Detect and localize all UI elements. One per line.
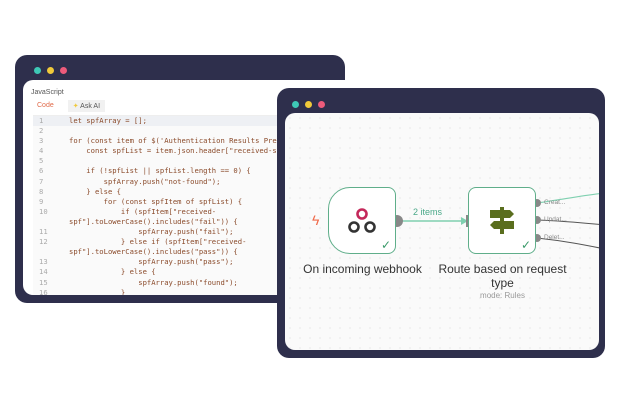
success-check-icon: ✓ bbox=[520, 238, 531, 252]
window-dot bbox=[60, 67, 67, 74]
window-dot bbox=[292, 101, 299, 108]
code-line: 14 } else { bbox=[33, 267, 345, 277]
code-line: spf"].toLowerCase().includes("fail")) { bbox=[33, 217, 345, 227]
line-number: 16 bbox=[39, 287, 48, 295]
code-text: } bbox=[69, 287, 126, 295]
language-label: JavaScript bbox=[31, 89, 64, 96]
code-text: } else if (spfItem["received- bbox=[69, 237, 247, 247]
webhook-node[interactable]: ✓ bbox=[328, 187, 396, 254]
code-text: } else { bbox=[69, 186, 121, 196]
window-dot bbox=[318, 101, 325, 108]
line-number: 13 bbox=[39, 257, 48, 267]
router-node-mode: mode: Rules bbox=[480, 291, 525, 300]
code-text: spfArray.push("found"); bbox=[69, 277, 238, 287]
output-line bbox=[536, 219, 599, 225]
code-line: 8 } else { bbox=[33, 187, 345, 197]
code-line: 11 spfArray.push("fail"); bbox=[33, 227, 345, 237]
workflow-canvas[interactable]: ϟ ✓ ✓ 2 items Creat... Updat... Delet...… bbox=[285, 113, 599, 350]
line-number: 2 bbox=[39, 126, 44, 136]
webhook-node-label: On incoming webhook bbox=[303, 262, 422, 276]
code-line: spf"].toLowerCase().includes("pass")) { bbox=[33, 247, 345, 257]
line-number: 7 bbox=[39, 176, 44, 186]
line-number: 5 bbox=[39, 156, 44, 166]
tab-code[interactable]: Code bbox=[37, 102, 54, 109]
code-text: if (spfItem["received- bbox=[69, 206, 217, 216]
code-line: 6 if (!spfList || spfList.length == 0) { bbox=[33, 166, 345, 176]
workflow-window: ϟ ✓ ✓ 2 items Creat... Updat... Delet...… bbox=[277, 88, 605, 358]
code-line: 9 for (const spfItem of spfList) { bbox=[33, 197, 345, 207]
arrow-head bbox=[461, 217, 468, 225]
trigger-bolt-icon: ϟ bbox=[312, 212, 320, 228]
code-text: for (const spfItem of spfList) { bbox=[69, 196, 243, 206]
code-line: 10 if (spfItem["received- bbox=[33, 207, 345, 217]
output-delete[interactable]: Delet... bbox=[544, 234, 565, 241]
code-line: 7 spfArray.push("not-found"); bbox=[33, 177, 345, 187]
code-text: spf"].toLowerCase().includes("pass")) { bbox=[69, 247, 238, 257]
window-dot bbox=[34, 67, 41, 74]
window-dot bbox=[305, 101, 312, 108]
line-number: 14 bbox=[39, 267, 48, 277]
code-text: const spfList = item.json.header["receiv… bbox=[69, 146, 282, 156]
line-number: 15 bbox=[39, 277, 48, 287]
code-text: spfArray.push("fail"); bbox=[69, 227, 234, 237]
code-line: 1 let spfArray = []; bbox=[33, 116, 345, 127]
signpost-icon bbox=[490, 207, 514, 234]
code-text: spf"].toLowerCase().includes("fail")) { bbox=[69, 216, 238, 226]
webhook-icon bbox=[348, 208, 376, 233]
output-update[interactable]: Updat... bbox=[544, 216, 567, 223]
code-line: 16 } bbox=[33, 288, 345, 295]
sparkle-icon: ✦ bbox=[72, 103, 81, 110]
code-text: spfArray.push("pass"); bbox=[69, 257, 234, 267]
code-line: 12 } else if (spfItem["received- bbox=[33, 237, 345, 247]
line-number: 12 bbox=[39, 237, 48, 247]
output-create[interactable]: Creat... bbox=[544, 199, 566, 206]
code-line: 13 spfArray.push("pass"); bbox=[33, 257, 345, 267]
line-number: 3 bbox=[39, 136, 44, 146]
line-number bbox=[33, 247, 69, 257]
router-node-label: Route based on request type bbox=[438, 262, 567, 290]
line-number: 6 bbox=[39, 166, 44, 176]
line-number: 10 bbox=[39, 206, 48, 216]
code-line: 2 bbox=[33, 126, 345, 136]
code-text: if (!spfList || spfList.length == 0) { bbox=[69, 166, 251, 176]
line-number: 9 bbox=[39, 196, 44, 206]
output-line bbox=[536, 237, 599, 249]
line-number: 4 bbox=[39, 146, 44, 156]
code-line: 3 for (const item of $('Authentication Re… bbox=[33, 136, 345, 146]
line-number: 1 bbox=[39, 116, 44, 125]
connection-items-label: 2 items bbox=[413, 207, 443, 217]
code-line: 15 spfArray.push("found"); bbox=[33, 278, 345, 288]
line-number: 11 bbox=[39, 227, 48, 237]
line-number bbox=[33, 217, 69, 227]
code-text: } else { bbox=[69, 267, 156, 277]
tab-ask-ai[interactable]: ✦ Ask AI bbox=[67, 100, 106, 112]
success-check-icon: ✓ bbox=[380, 238, 391, 252]
code-line: 4 const spfList = item.json.header["rece… bbox=[33, 146, 345, 156]
line-number: 8 bbox=[39, 186, 44, 196]
window-dot bbox=[47, 67, 54, 74]
code-text: let spfArray = []; bbox=[69, 116, 147, 125]
output-line bbox=[536, 193, 599, 204]
code-text: for (const item of $('Authentication Res… bbox=[69, 136, 282, 146]
code-line: 5 bbox=[33, 156, 345, 166]
router-node[interactable]: ✓ bbox=[468, 187, 536, 254]
code-text: spfArray.push("not-found"); bbox=[69, 176, 221, 186]
